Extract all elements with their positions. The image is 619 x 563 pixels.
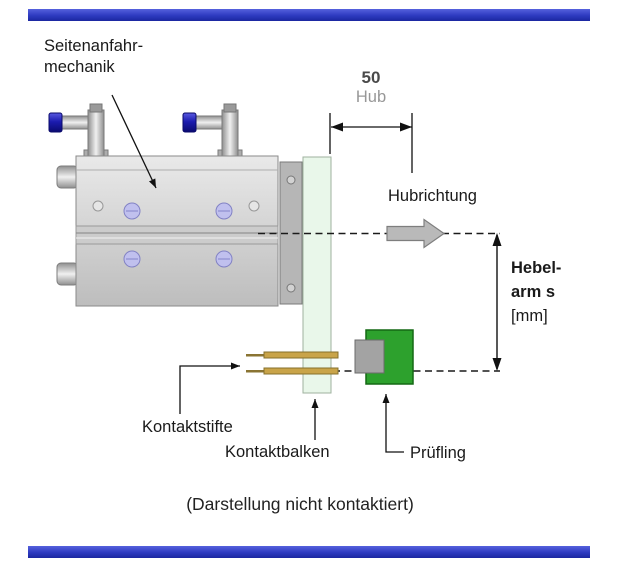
pneumatic-fitting-left	[48, 103, 109, 160]
contact-pins-label: Kontaktstifte	[142, 418, 233, 436]
side-approach-mechanism	[48, 103, 303, 307]
mechanism-label-line2: mechanik	[44, 58, 115, 77]
mechanism-label-line1: Seitenanfahr-	[44, 37, 144, 55]
stroke-direction-label: Hubrichtung	[388, 187, 477, 205]
dut-contact-pad	[354, 339, 385, 374]
left-cylinder-bottom	[56, 262, 79, 286]
lever-arm-label-line1: Hebel-	[511, 259, 562, 277]
lever-arm-label-line3: [mm]	[511, 307, 548, 325]
device-under-test	[354, 329, 414, 385]
slide-rail	[75, 225, 279, 245]
stroke-dimension	[329, 113, 413, 173]
screw-heads	[123, 202, 233, 268]
dut-leader-arrow	[382, 394, 404, 453]
blue-air-connector-right	[182, 112, 197, 133]
body-hole-left	[92, 200, 104, 212]
lever-arm-label-line2: arm s	[511, 283, 556, 301]
figure-caption: (Darstellung nicht kontaktiert)	[186, 494, 414, 514]
pneumatic-fitting-right	[182, 103, 243, 160]
contact-pins-leader-arrow	[179, 362, 240, 414]
blue-air-connector-left	[48, 112, 63, 133]
mounting-plate	[279, 161, 303, 305]
mechanism-label: Seitenanfahr- mechanik	[44, 36, 143, 79]
stroke-value: 50	[361, 68, 381, 87]
contact-bar-label: Kontaktbalken	[225, 443, 330, 461]
stroke-direction-arrow	[386, 218, 446, 249]
lever-arm-dimension	[492, 233, 502, 371]
bottom-accent-bar	[28, 546, 590, 558]
dut-label: Prüfling	[410, 444, 466, 462]
top-accent-bar	[28, 9, 590, 21]
body-hole-right	[248, 200, 260, 212]
contact-pins	[246, 351, 339, 375]
stroke-unit: Hub	[355, 88, 387, 106]
left-cylinder-top	[56, 165, 79, 189]
mechanism-leader-arrow	[111, 94, 157, 189]
